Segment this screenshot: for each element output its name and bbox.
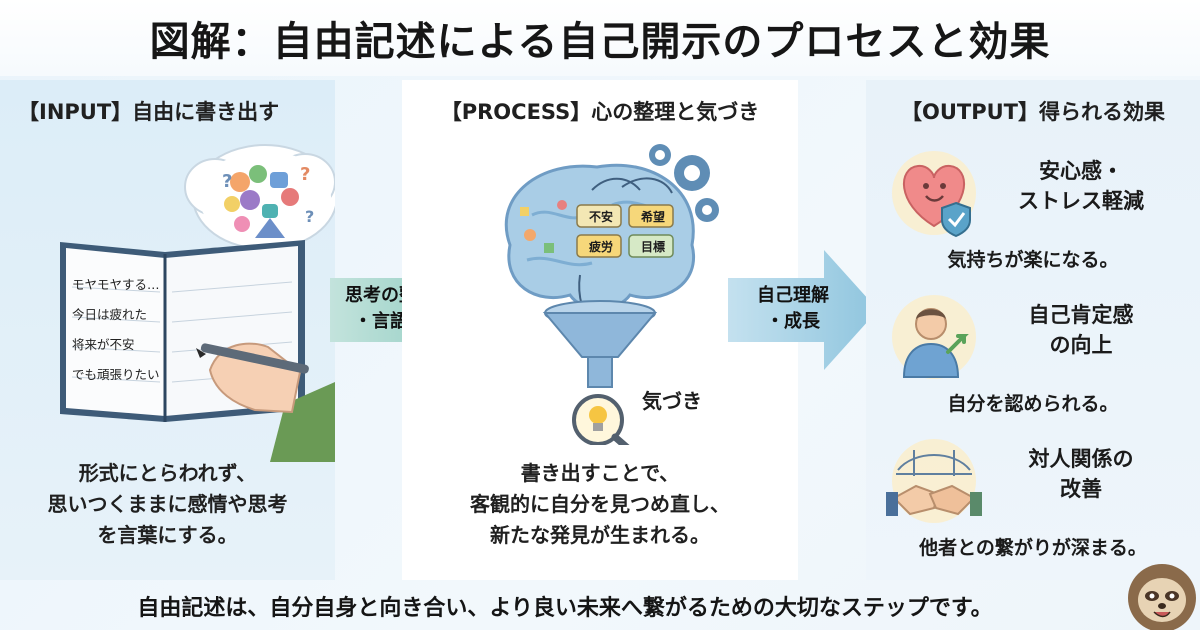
arrow-process-to-output: 自己理解 ・成長 [728,250,878,370]
brain-label-kibou: 希望 [640,210,665,224]
funnel-icon [542,300,658,388]
svg-text:?: ? [300,164,310,185]
input-panel: 【INPUT】自由に書き出す ? ? ? [0,80,335,580]
notebook-line: 将来が不安 [72,337,135,352]
output-item-title: 安心感・ ストレス軽減 [1018,159,1144,213]
input-heading: 【INPUT】自由に書き出す [18,100,280,124]
notebook-line: 今日は疲れた [72,307,148,322]
output-heading: 【OUTPUT】得られる効果 [901,100,1165,124]
footer-message: 自由記述は、自分自身と向き合い、より良い未来へ繋がるための大切なステップです。 [137,596,993,621]
title-bar: 図解：自由記述による自己開示のプロセスと効果 [0,0,1200,76]
output-item-subtitle: 気持ちが楽になる。 [947,249,1119,271]
magnifier-bulb-icon [572,394,630,445]
output-item: 対人関係の 改善 他者との繋がりが深まる。 [866,436,1200,566]
page-title: 図解：自由記述による自己開示のプロセスと効果 [149,19,1051,65]
insight-label: 気づき [642,389,702,413]
brain-label-hirou: 疲労 [588,240,613,254]
input-description: 形式にとらわれず、 思いつくままに感情や思考 を言葉にする。 [47,461,288,547]
output-item-title: 自己肯定感 の向上 [1028,303,1134,357]
arrow-right-icon [728,250,878,370]
brain-label-mokuhyou: 目標 [640,240,665,254]
output-item: 安心感・ ストレス軽減 気持ちが楽になる。 [866,148,1200,278]
notebook-line: でも頑張りたい [72,367,160,382]
writing-hand-icon [196,342,335,462]
svg-text:?: ? [222,171,232,192]
sloth-mascot-icon [1128,564,1196,630]
brain-icon [504,163,696,336]
notebook-text: モヤモヤする… 今日は疲れた 将来が不安 でも頑張りたい [72,270,172,390]
notebook-illustration: ? ? ? [60,144,335,462]
heart-shield-icon [892,151,976,238]
output-panel: 【OUTPUT】得られる効果 安心感・ ストレス軽減 気持ちが楽になる。 自己肯… [866,80,1200,580]
notebook-line: モヤモヤする… [72,277,160,292]
handshake-bridge-icon [886,439,982,523]
output-item: 自己肯定感 の向上 自分を認められる。 [866,292,1200,422]
output-item-title: 対人関係の 改善 [1028,447,1134,501]
person-growth-icon [892,295,976,379]
process-description: 書き出すことで、 客観的に自分を見つめ直し、 新たな発見が生まれる。 [470,461,730,547]
brain-label-fuan: 不安 [588,210,613,224]
arrow2-label: 自己理解 ・成長 [757,285,829,332]
gear-icon [649,144,719,222]
output-item-subtitle: 他者との繋がりが深まる。 [919,537,1147,559]
output-item-subtitle: 自分を認められる。 [947,393,1119,415]
svg-text:?: ? [305,207,314,226]
process-heading: 【PROCESS】心の整理と気づき [440,100,760,124]
brain-illustration [504,144,719,445]
